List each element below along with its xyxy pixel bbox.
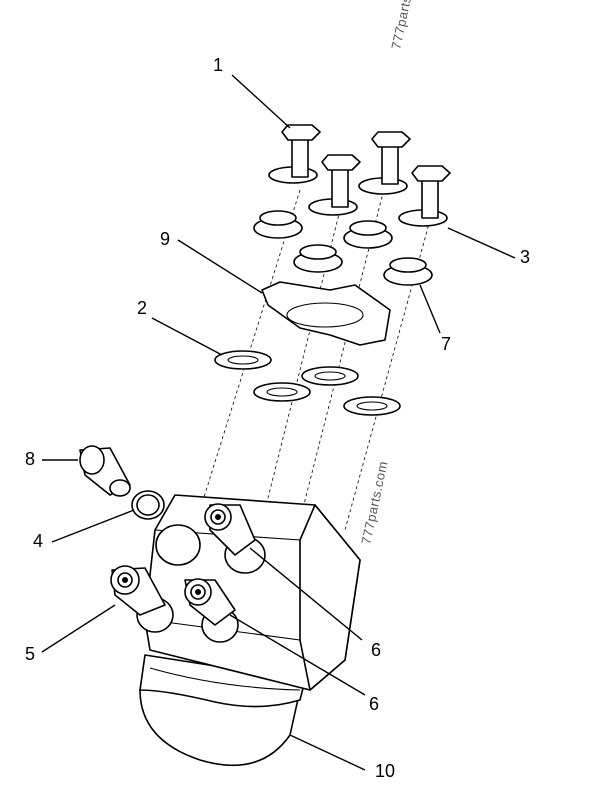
callout-4: 4: [33, 531, 43, 551]
callout-8: 8: [25, 449, 35, 469]
flat-washers: [214, 350, 401, 416]
callout-labels: 1 2 3 4 5 6 6 7 8 9 10: [25, 55, 530, 781]
callout-9: 9: [160, 229, 170, 249]
callout-2: 2: [137, 298, 147, 318]
callout-6-upper: 6: [371, 640, 381, 660]
leader-lines: [41, 74, 516, 771]
hydraulic-fitting-upper: [204, 503, 256, 556]
assembly-axis-lines: [199, 184, 431, 531]
steering-unit-base: [139, 654, 306, 767]
callout-1: 1: [213, 55, 223, 75]
hydraulic-fitting-left: [110, 565, 166, 616]
callout-6-lower: 6: [369, 694, 379, 714]
watermark-top: 777parts: [388, 0, 414, 51]
isolator-bushings: [253, 210, 433, 286]
hydraulic-fitting-lower: [184, 578, 236, 626]
adapter-fitting: [79, 445, 131, 497]
callout-5: 5: [25, 644, 35, 664]
hex-bolts: [281, 124, 451, 219]
watermark-side: 777parts.com: [358, 460, 390, 546]
callout-10: 10: [375, 761, 395, 781]
mounting-plate: [261, 281, 391, 346]
callout-3: 3: [520, 247, 530, 267]
callout-7: 7: [441, 334, 451, 354]
o-ring: [131, 490, 165, 520]
